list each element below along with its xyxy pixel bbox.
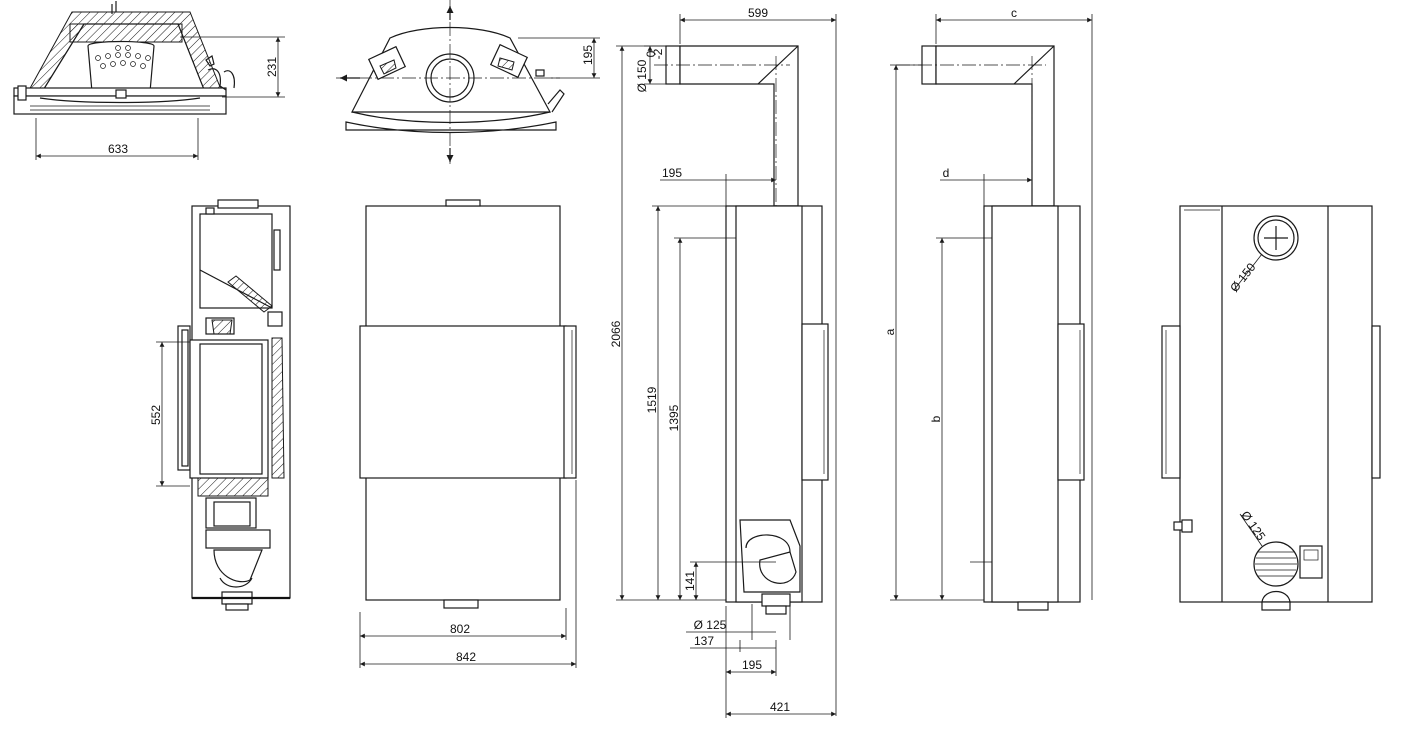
outlet-diameter-label: Ø 150	[635, 59, 649, 92]
dim-2066-label: 2066	[609, 320, 623, 347]
outlet-tolerance-upper: 0	[644, 50, 658, 57]
dim-552-label: 552	[149, 405, 163, 425]
front-section-view: 552	[149, 199, 291, 611]
dim-141-label: 141	[683, 571, 697, 591]
front-exterior-view: 802 842	[359, 199, 577, 668]
dim-1395-label: 1395	[667, 404, 681, 431]
side-view-numeric: 599 Ø 150 0 -2 195 2066 1519 1395 141 Ø …	[609, 6, 837, 718]
top-section-view: 633 231	[13, 1, 285, 160]
dim-231-label: 231	[265, 57, 279, 77]
side-view-variable: c d a b	[883, 6, 1093, 611]
dim-195-bottom-label: 195	[742, 658, 762, 672]
dim-599-label: 599	[748, 6, 768, 20]
dim-195-offset-label: 195	[662, 166, 682, 180]
rear-view: Ø 150 Ø 125	[1161, 205, 1381, 611]
dim-1519-label: 1519	[645, 386, 659, 413]
top-exterior-view: 195	[336, 0, 600, 164]
inlet-diameter-label: Ø 125	[694, 618, 727, 632]
dim-421-label: 421	[770, 700, 790, 714]
dim-a-label: a	[883, 328, 897, 335]
dim-802-label: 802	[450, 622, 470, 636]
dim-633-label: 633	[108, 142, 128, 156]
dim-b-label: b	[929, 415, 943, 422]
dim-c-label: c	[1011, 6, 1017, 20]
outlet-tolerance-lower: -2	[651, 48, 665, 59]
dim-842-label: 842	[456, 650, 476, 664]
dim-d-label: d	[943, 166, 950, 180]
dim-195-top-label: 195	[581, 45, 595, 65]
dim-137-label: 137	[694, 634, 714, 648]
